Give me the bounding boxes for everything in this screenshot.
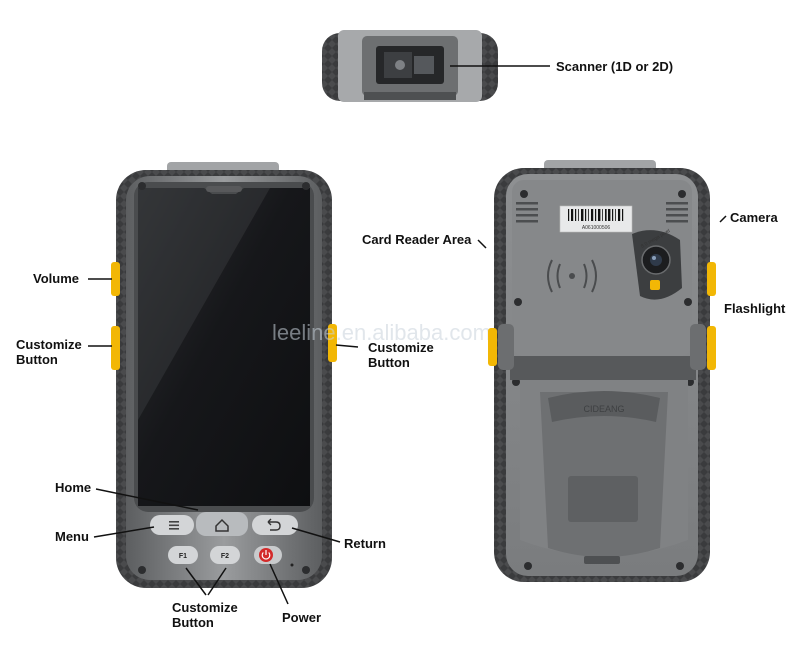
- menu-label: Menu: [55, 529, 89, 544]
- home-icon: [215, 518, 229, 532]
- serial-number: A061000506: [582, 225, 611, 231]
- right-customize-key[interactable]: [328, 324, 337, 362]
- customize-left-label-line1: Customize: [16, 337, 82, 352]
- nfc-icon: [547, 259, 597, 293]
- scanner-top-view: [322, 30, 498, 102]
- f1-button[interactable]: [168, 546, 198, 564]
- back-device: A061000506 8.0 mega pixel CIDEANG: [488, 160, 716, 582]
- customize-bottom-label-line1: Customize: [172, 600, 238, 615]
- front-leader-lines: [88, 278, 359, 605]
- barcode-icon: [568, 209, 624, 221]
- return-icon: [267, 518, 281, 531]
- card-reader-label: Card Reader Area: [362, 232, 472, 247]
- engraving: CIDEANG: [583, 404, 624, 414]
- power-label: Power: [282, 610, 321, 625]
- return-label: Return: [344, 536, 386, 551]
- back-leader-lines: [477, 215, 727, 249]
- f2-button[interactable]: [210, 546, 240, 564]
- customize-right-label-line1: Customize: [368, 340, 434, 355]
- return-button[interactable]: [252, 515, 298, 535]
- f2-label: F2: [221, 553, 229, 560]
- camera-label: Camera: [730, 210, 778, 225]
- back-left-key[interactable]: [488, 328, 497, 366]
- menu-icon: [169, 521, 179, 530]
- home-button[interactable]: [196, 512, 248, 536]
- back-right-key-lower[interactable]: [707, 326, 716, 370]
- customize-left-label-line2: Button: [16, 352, 58, 367]
- customize-bottom-label-line2: Button: [172, 615, 214, 630]
- scanner-label: Scanner (1D or 2D): [556, 59, 673, 74]
- volume-label: Volume: [33, 271, 79, 286]
- front-device: F1 F2: [111, 162, 337, 588]
- customize-right-label-line2: Button: [368, 355, 410, 370]
- f1-label: F1: [179, 553, 187, 560]
- flashlight-label: Flashlight: [724, 301, 786, 316]
- home-label: Home: [55, 480, 91, 495]
- power-icon: [261, 550, 271, 560]
- volume-key[interactable]: [111, 262, 120, 296]
- left-customize-key[interactable]: [111, 326, 120, 370]
- back-right-key-upper[interactable]: [707, 262, 716, 296]
- watermark: leeline.en.alibaba.com: [272, 320, 491, 345]
